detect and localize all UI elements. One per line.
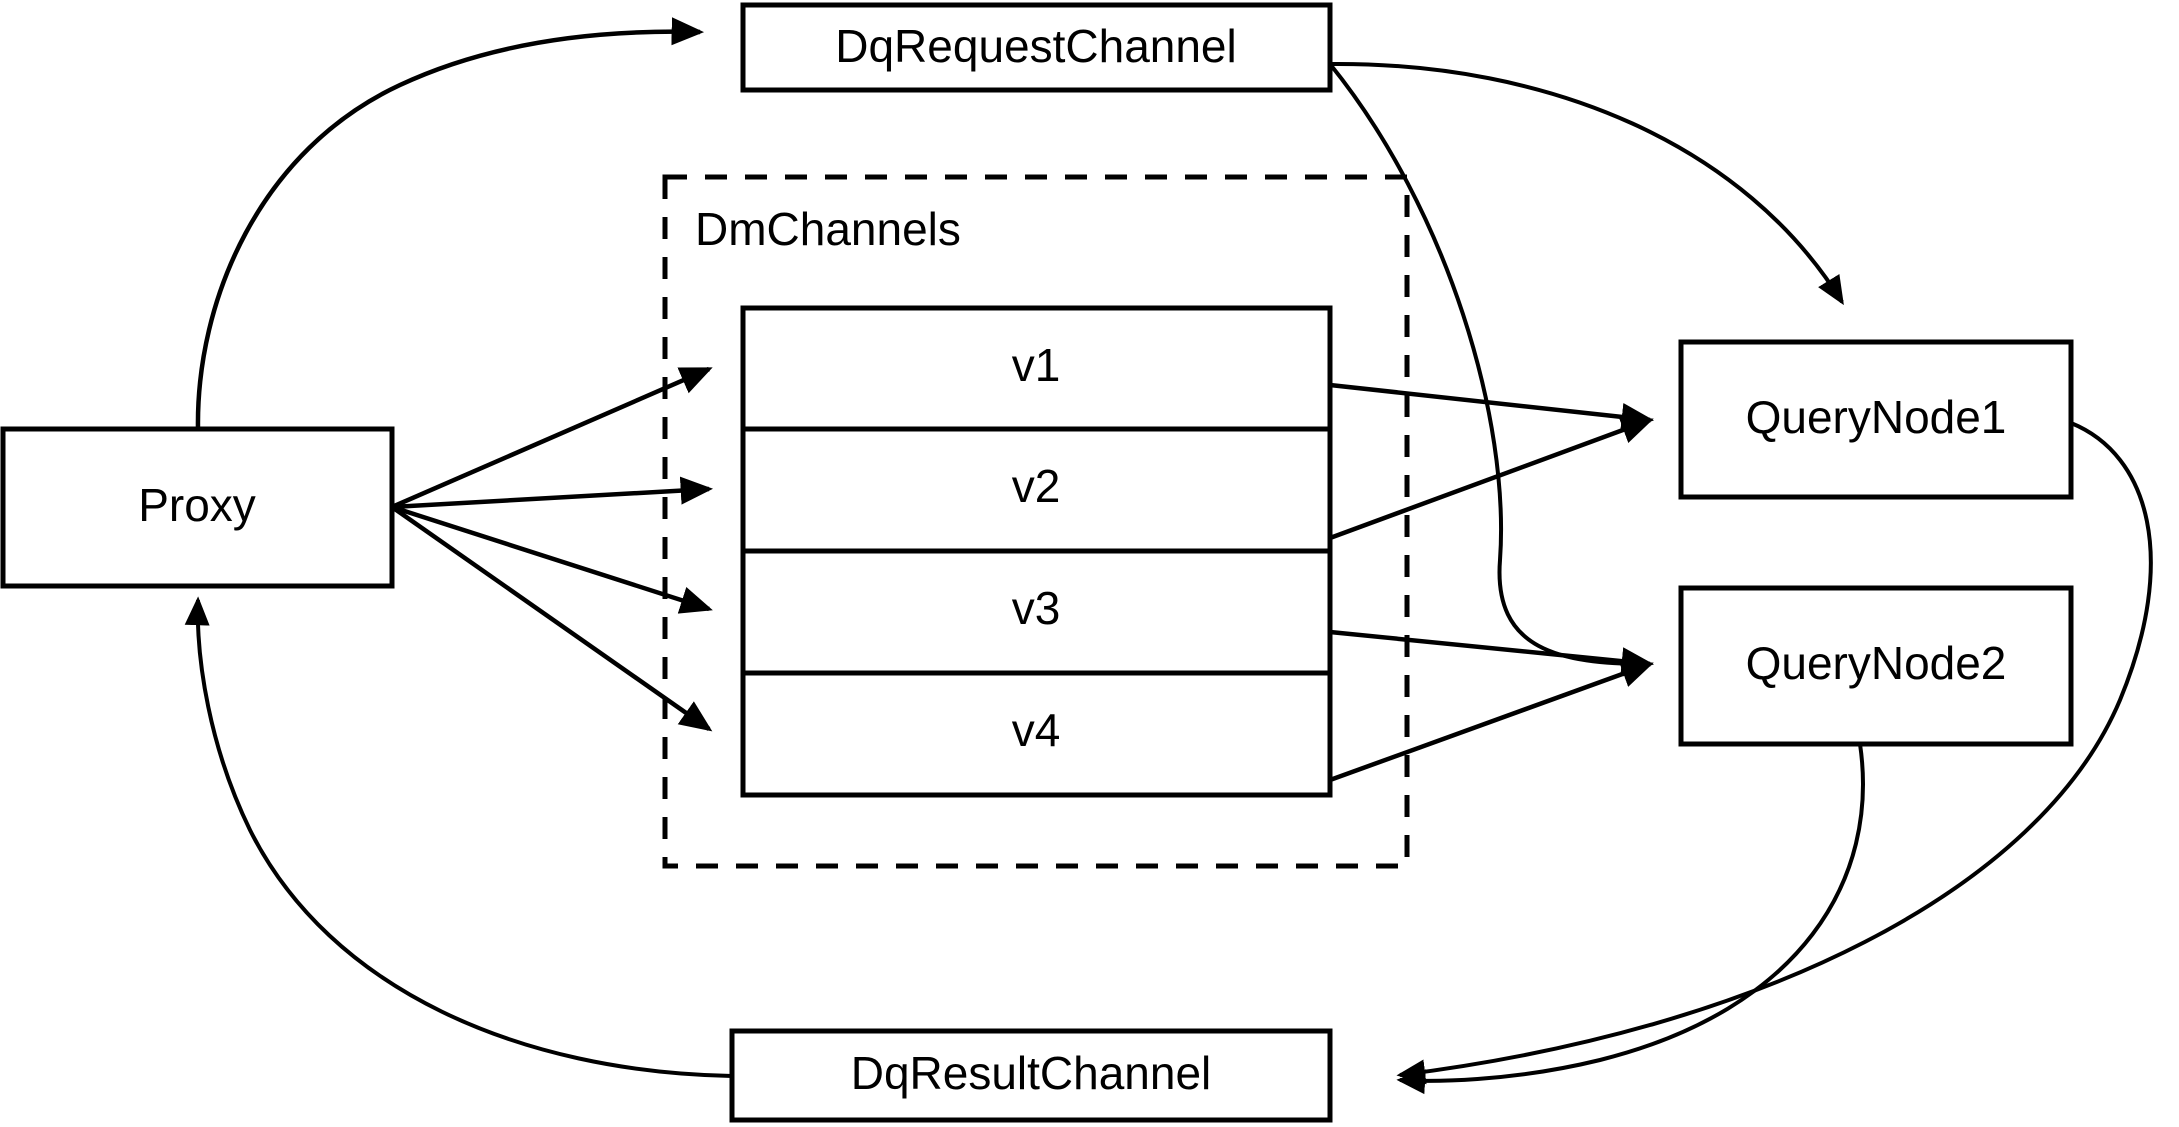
- node-proxy[interactable]: Proxy: [0, 426, 395, 589]
- edge-querynode2-to-dqresultchannel: [1396, 743, 1865, 1095]
- dmchannels-group: [662, 174, 1410, 869]
- edge-proxy-to-v4: [390, 505, 713, 732]
- edge-dqrequestchannel-to-querynode1: [1329, 61, 1844, 306]
- dmchannels-group-label: DmChannels: [695, 203, 961, 255]
- node-querynode2-box: [1678, 585, 2074, 747]
- node-querynode1[interactable]: QueryNode1: [1678, 339, 2074, 500]
- dmchannel-label-v1: v1: [1012, 339, 1061, 391]
- node-querynode1-box: [1678, 339, 2074, 500]
- edge-v1-to-querynode1: [1329, 382, 1655, 431]
- dmchannel-label-v2: v2: [1012, 460, 1061, 512]
- edge-v2-to-querynode1: [1329, 416, 1654, 541]
- dmchannel-row-v2[interactable]: v2: [1012, 460, 1061, 512]
- edge-proxy-to-v2: [391, 476, 714, 510]
- edge-querynode1-to-dqresultchannel: [1396, 421, 2153, 1085]
- node-dqrequestchannel[interactable]: DqRequestChannel: [740, 2, 1333, 93]
- node-dqrequestchannel-label: DqRequestChannel: [835, 20, 1237, 72]
- node-dqresultchannel[interactable]: DqResultChannel: [729, 1028, 1333, 1123]
- dmchannel-label-v4: v4: [1012, 704, 1061, 756]
- dmchannel-label-v3: v3: [1012, 582, 1061, 634]
- edge-dqrequestchannel-to-querynode2: [1328, 62, 1652, 677]
- dmchannel-row-v4[interactable]: v4: [1012, 704, 1061, 756]
- node-proxy-box: [0, 426, 395, 589]
- edge-proxy-to-v1: [391, 366, 713, 510]
- edge-proxy-to-dqrequestchannel: [195, 17, 705, 430]
- edge-dqresultchannel-to-proxy: [184, 596, 733, 1078]
- edge-proxy-to-v3: [391, 504, 713, 614]
- node-querynode1-label: QueryNode1: [1746, 391, 2007, 443]
- node-querynode2[interactable]: QueryNode2: [1678, 585, 2074, 747]
- edge-v3-to-querynode2: [1329, 629, 1655, 676]
- node-proxy-label: Proxy: [138, 479, 256, 531]
- node-dqresultchannel-label: DqResultChannel: [851, 1047, 1212, 1099]
- node-dqresultchannel-box: [729, 1028, 1333, 1123]
- dmchannel-row-v3[interactable]: v3: [1012, 582, 1061, 634]
- dmchannel-row-v1[interactable]: v1: [1012, 339, 1061, 391]
- node-dqrequestchannel-box: [740, 2, 1333, 93]
- node-querynode2-label: QueryNode2: [1746, 637, 2007, 689]
- edge-v4-to-querynode2: [1329, 660, 1654, 783]
